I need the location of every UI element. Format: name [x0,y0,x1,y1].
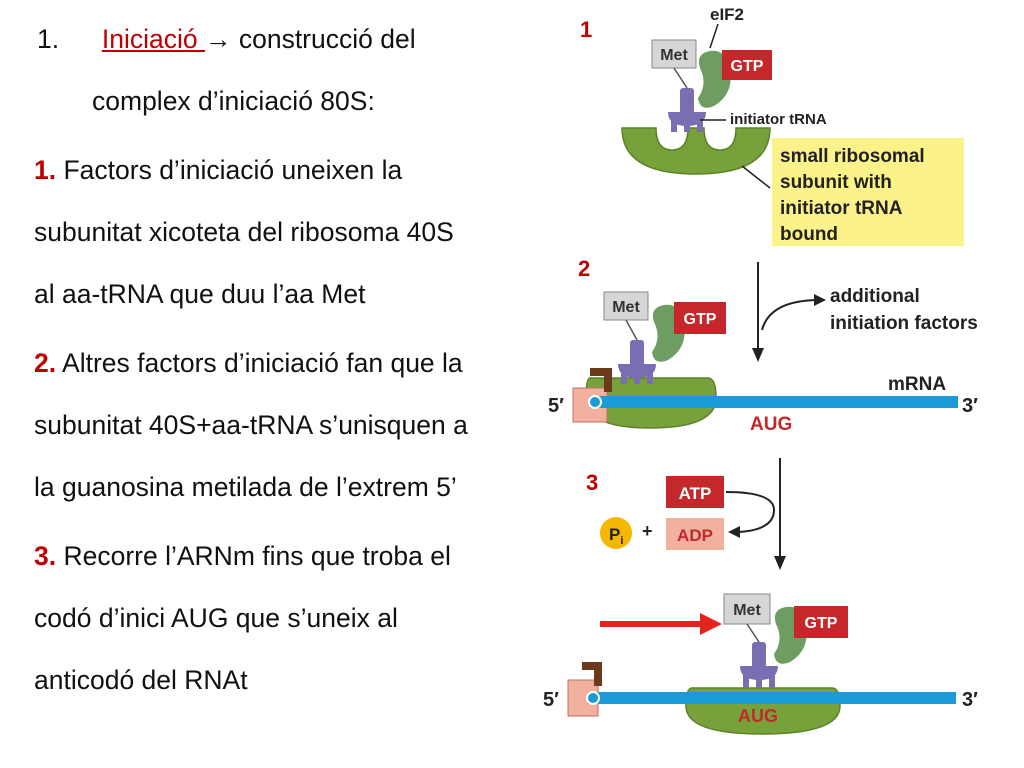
callout-line-2: subunit with [780,172,892,193]
pi-label: P [609,525,620,544]
five-prime-label-3: 5′ [543,689,559,711]
heading-rest: construcció del [238,24,416,54]
callout-line-4: bound [780,224,838,245]
ribosome-small-subunit-1 [621,127,771,175]
initiator-trna-label: initiator tRNA [730,111,827,128]
adp-box [666,518,724,550]
met-label-2: Met [612,299,640,316]
process-arrow-2 [752,262,826,362]
cap-binding-protein-3 [582,662,602,686]
atp-label: ATP [679,484,712,503]
aug-label-3: AUG [738,706,778,726]
process-arrow-3 [725,458,786,570]
panel-1-number: 1 [580,17,592,42]
three-prime-label-2: 3′ [962,395,978,417]
atp-box [666,476,724,508]
panel-3-number: 3 [586,470,598,495]
panel-2-number: 2 [578,256,590,281]
scanning-arrow [600,613,722,635]
heading-line-1: 1. Iniciació → construcció del [37,24,416,56]
cap-binding-protein-2 [590,368,612,392]
gtp-label-3: GTP [805,615,838,632]
adp-label: ADP [677,526,713,545]
step3-line-2: codó d’inici AUG que s’uneix al [34,603,398,633]
gtp-label-1: GTP [731,58,764,75]
mrna-strand-2 [590,396,958,408]
pi-subscript: i [620,535,623,547]
initiator-trna-1 [668,88,706,132]
heading-line-2: complex d’iniciació 80S: [92,86,375,116]
item-number: 1. [37,24,60,54]
additional-factors-line-1: additional [830,286,920,307]
step2-line-2: subunitat 40S+aa-tRNA s’unisquen a [34,410,468,440]
step1-line-3: al aa-tRNA que duu l’aa Met [34,279,366,309]
step2-text-1: Altres factors d’iniciació fan que la [62,348,463,378]
translation-initiation-diagram: 1 Met GTP eIF2 initiator tRNA small ribo… [543,5,978,735]
step3-line-3: anticodó del RNAt [34,665,248,695]
step3-line-1: 3. Recorre l’ARNm fins que troba el [34,541,451,573]
additional-factors-line-2: initiation factors [830,313,978,334]
met-label-3: Met [733,602,761,619]
three-prime-label-3: 3′ [962,689,978,711]
callout-line-1: small ribosomal [780,146,925,167]
gtp-label-2: GTP [684,311,717,328]
callout-box [772,138,964,246]
gtp-box-3 [794,606,848,638]
heading-link[interactable]: Iniciació [101,24,205,54]
aug-label-2: AUG [750,414,792,435]
met-label-1: Met [660,47,688,64]
initiator-trna-3 [740,642,778,688]
step3-text-1: Recorre l’ARNm fins que troba el [63,541,451,571]
eif2-label: eIF2 [710,5,744,24]
step2-line-3: la guanosina metilada de l’extrem 5’ [34,472,457,502]
heading-arrow: → [204,24,232,54]
mrna-label: mRNA [888,374,946,395]
svg-text:Pi: Pi [609,525,623,547]
step2-line-1: 2. Altres factors d’iniciació fan que la [34,348,463,380]
step1-line-1: 1. Factors d’iniciació uneixen la [34,155,402,187]
step1-text-1: Factors d’iniciació uneixen la [63,155,403,185]
step1-number: 1. [34,155,57,185]
gtp-box-2 [674,302,726,334]
plus-sign: + [642,521,653,541]
gtp-box-1 [722,50,772,80]
phosphate-circle [600,517,632,549]
five-prime-label-2: 5′ [548,395,564,417]
initiator-trna-2 [618,340,656,384]
met-box-2 [603,291,649,321]
step2-number: 2. [34,348,57,378]
mrna-strand-3 [588,692,956,704]
step1-line-2: subunitat xicoteta del ribosoma 40S [34,217,454,247]
step3-number: 3. [34,541,57,571]
callout-line-3: initiator tRNA [780,198,903,219]
